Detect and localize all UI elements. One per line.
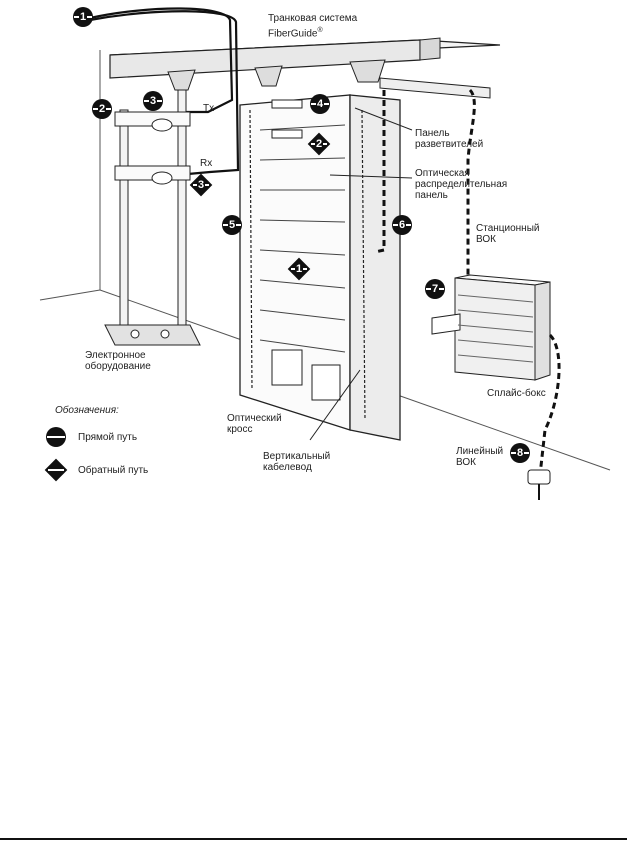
marker-1-text: 1 [78,11,88,23]
fiberguide-mark: ® [317,27,323,34]
trunk-beam-end [419,37,441,61]
vertical-duct-right [361,109,366,421]
marker-6-circle: 6 [392,215,412,235]
tx-label: Tx [203,103,215,114]
cross-frame-side [349,94,401,441]
tx-fiber [89,7,234,114]
station-cable-label: Станционный ВОК [476,223,540,245]
cross-shelf-7 [259,309,346,321]
cross-shelf-8 [259,339,346,353]
cross-lower-box-2 [311,364,341,401]
trunk-arm [379,77,491,99]
marker-5-text: 5 [227,219,237,231]
footer-rule [0,838,627,840]
station-cable-run [466,88,476,285]
marker-7-text: 7 [430,283,440,295]
legend-reverse-icon [46,460,66,480]
marker-2-circle: 2 [92,99,112,119]
rx-label: Rx [200,158,213,169]
base-hole-1 [130,329,140,339]
distribution-panel-unit [271,129,303,139]
trunk-system-label: Транковая система [268,13,358,24]
cross-shelf-5 [259,249,346,256]
marker-5-circle: 5 [222,215,242,235]
marker-8-circle: 8 [510,443,530,463]
splitter-panel-label: Панель разветвителей [415,128,484,150]
line-cable [538,333,561,476]
funnel-mid [254,65,283,87]
splice-tray [431,313,461,335]
pointer-distribution [329,174,413,179]
rx-fiber [89,10,240,176]
splice-box-front [454,277,536,381]
marker-6-text: 6 [397,219,407,231]
splice-slot-2 [457,309,534,318]
diamond-1-text: 1 [294,263,304,275]
cross-shelf-2 [259,157,346,161]
marker-2-diamond: 2 [309,134,329,154]
pointer-duct [309,369,361,441]
splice-slot-4 [457,339,534,348]
floor-line-left [39,289,101,301]
tx-connector [151,118,173,132]
fiberguide-text: FiberGuide [268,28,318,40]
splice-slot-5 [457,354,534,363]
marker-3-text: 3 [148,95,158,107]
optical-cross-label: Оптический кросс [227,413,282,435]
legend-forward-icon [46,427,66,447]
fiberguide-label: FiberGuide® [268,25,323,39]
electronic-equipment-label: Электронное оборудование [85,350,151,372]
equipment-rack-right-post [177,89,187,346]
rx-connector [151,171,173,185]
marker-4-text: 4 [315,98,325,110]
splitter-panel-unit [271,99,303,109]
marker-2-text: 2 [97,103,107,115]
legend-title: Обозначения: [55,405,119,416]
diamond-3-text: 3 [196,179,206,191]
line-cable-label: Линейный ВОК [456,446,504,468]
base-hole-2 [160,329,170,339]
marker-7-circle: 7 [425,279,445,299]
legend-reverse-label: Обратный путь [78,465,149,476]
station-cable-line [374,90,386,254]
cross-lower-box-1 [271,349,303,386]
cross-shelf-4 [259,219,346,223]
line-cable-entry [527,469,551,485]
legend-forward-label: Прямой путь [78,432,138,443]
marker-3-circle: 3 [143,91,163,111]
marker-3-diamond: 3 [191,175,211,195]
equipment-rack-left-post [119,109,129,336]
splice-box-side [534,281,551,381]
distribution-panel-label: Оптическая распределительная панель [415,168,508,201]
cross-shelf-6 [259,279,346,289]
funnel-right [349,59,386,83]
splice-slot-1 [457,294,534,303]
marker-8-text: 8 [515,447,525,459]
pointer-splitter [354,107,413,131]
marker-1-circle: 1 [73,7,93,27]
splice-slot-3 [457,324,534,333]
vertical-duct-left [249,109,253,391]
diamond-2-text: 2 [314,138,324,150]
funnel-left [167,69,196,91]
vertical-duct-label: Вертикальный кабелевод [263,451,331,473]
marker-1-diamond: 1 [289,259,309,279]
cross-shelf-1 [259,124,346,131]
marker-4-circle: 4 [310,94,330,114]
equipment-base [104,324,201,346]
splice-box-label: Сплайс-бокс [487,388,546,399]
